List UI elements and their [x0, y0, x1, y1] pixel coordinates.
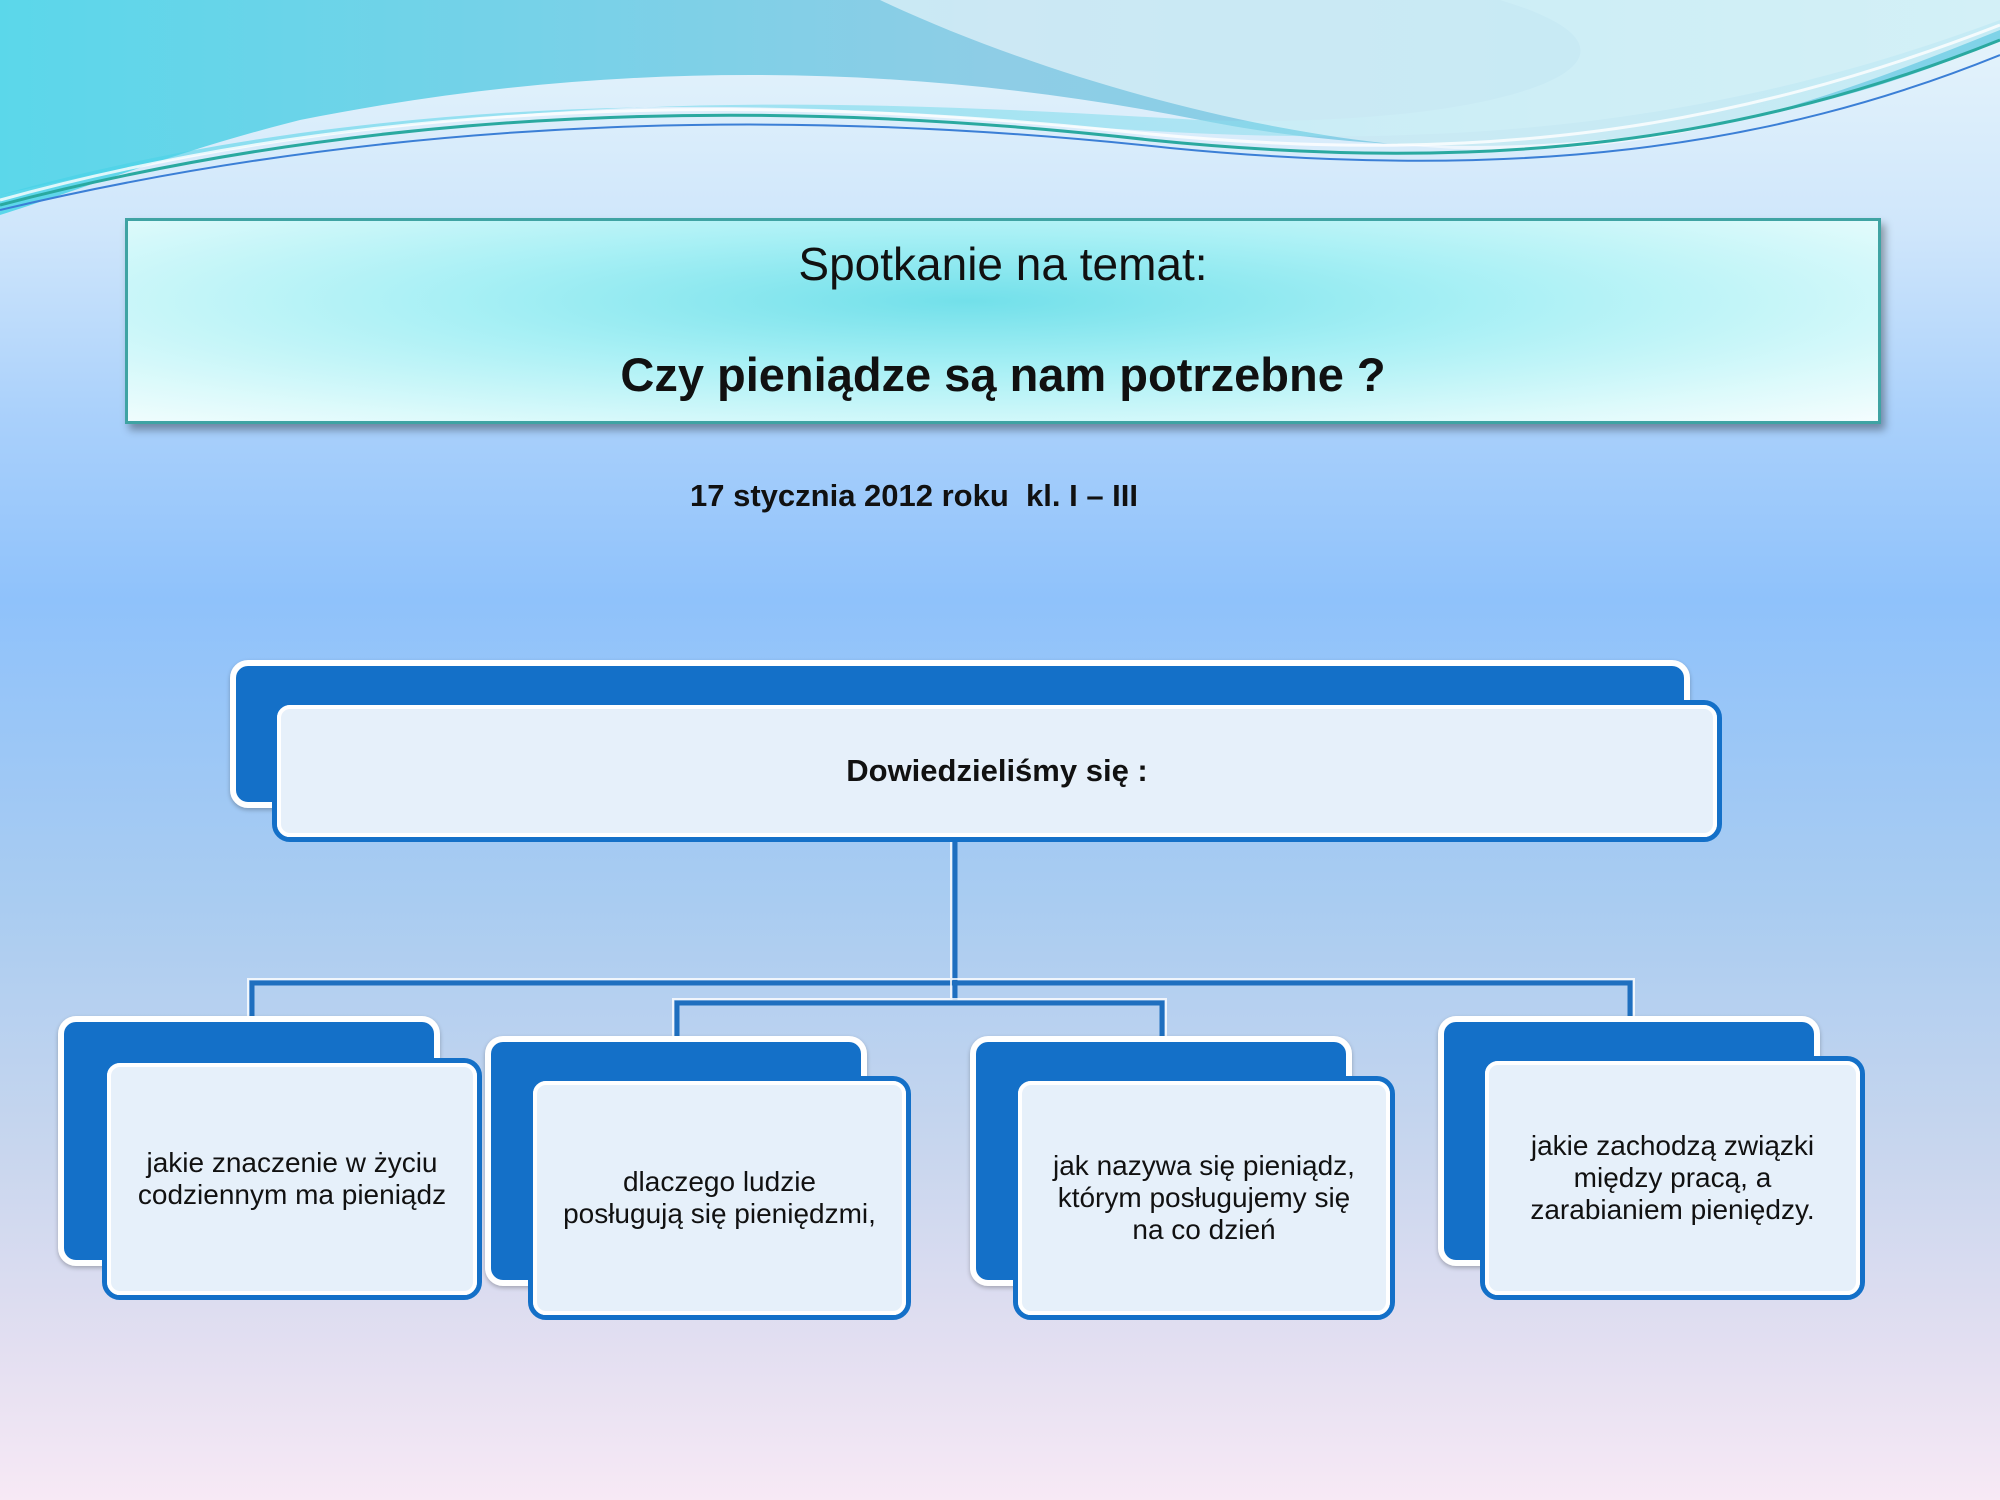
- child-node-2: dlaczego ludzie posługują się pieniędzmi…: [528, 1076, 911, 1320]
- wave-line: [0, 38, 2000, 207]
- title-box: Spotkanie na temat: Czy pieniądze są nam…: [125, 218, 1881, 424]
- wave-line: [0, 54, 2000, 211]
- child-node-3-label: jak nazywa się pieniądz, którym posługuj…: [1053, 1150, 1355, 1245]
- decorative-wave-banner: [0, 0, 2000, 215]
- connector-inner-bar: [674, 1000, 1165, 1040]
- child-node-4: jakie zachodzą związki między pracą, a z…: [1480, 1056, 1865, 1300]
- connector-outer-bar: [249, 980, 1633, 1020]
- wave-line: [0, 23, 2000, 202]
- title-subtitle: Spotkanie na temat:: [798, 238, 1208, 290]
- child-node-4-label: jakie zachodzą związki między pracą, a z…: [1530, 1130, 1815, 1225]
- root-node-label: Dowiedzieliśmy się :: [846, 753, 1148, 788]
- wave-highlight: [880, 0, 2000, 150]
- child-node-1: jakie znaczenie w życiu codziennym ma pi…: [102, 1058, 482, 1300]
- child-node-2-label: dlaczego ludzie posługują się pieniędzmi…: [563, 1166, 876, 1229]
- date-line: 17 stycznia 2012 roku kl. I – III: [690, 478, 1139, 513]
- root-node: Dowiedzieliśmy się :: [272, 700, 1722, 842]
- child-node-3: jak nazywa się pieniądz, którym posługuj…: [1013, 1076, 1395, 1320]
- child-node-1-label: jakie znaczenie w życiu codziennym ma pi…: [137, 1147, 447, 1210]
- page-title: Czy pieniądze są nam potrzebne ?: [620, 348, 1386, 401]
